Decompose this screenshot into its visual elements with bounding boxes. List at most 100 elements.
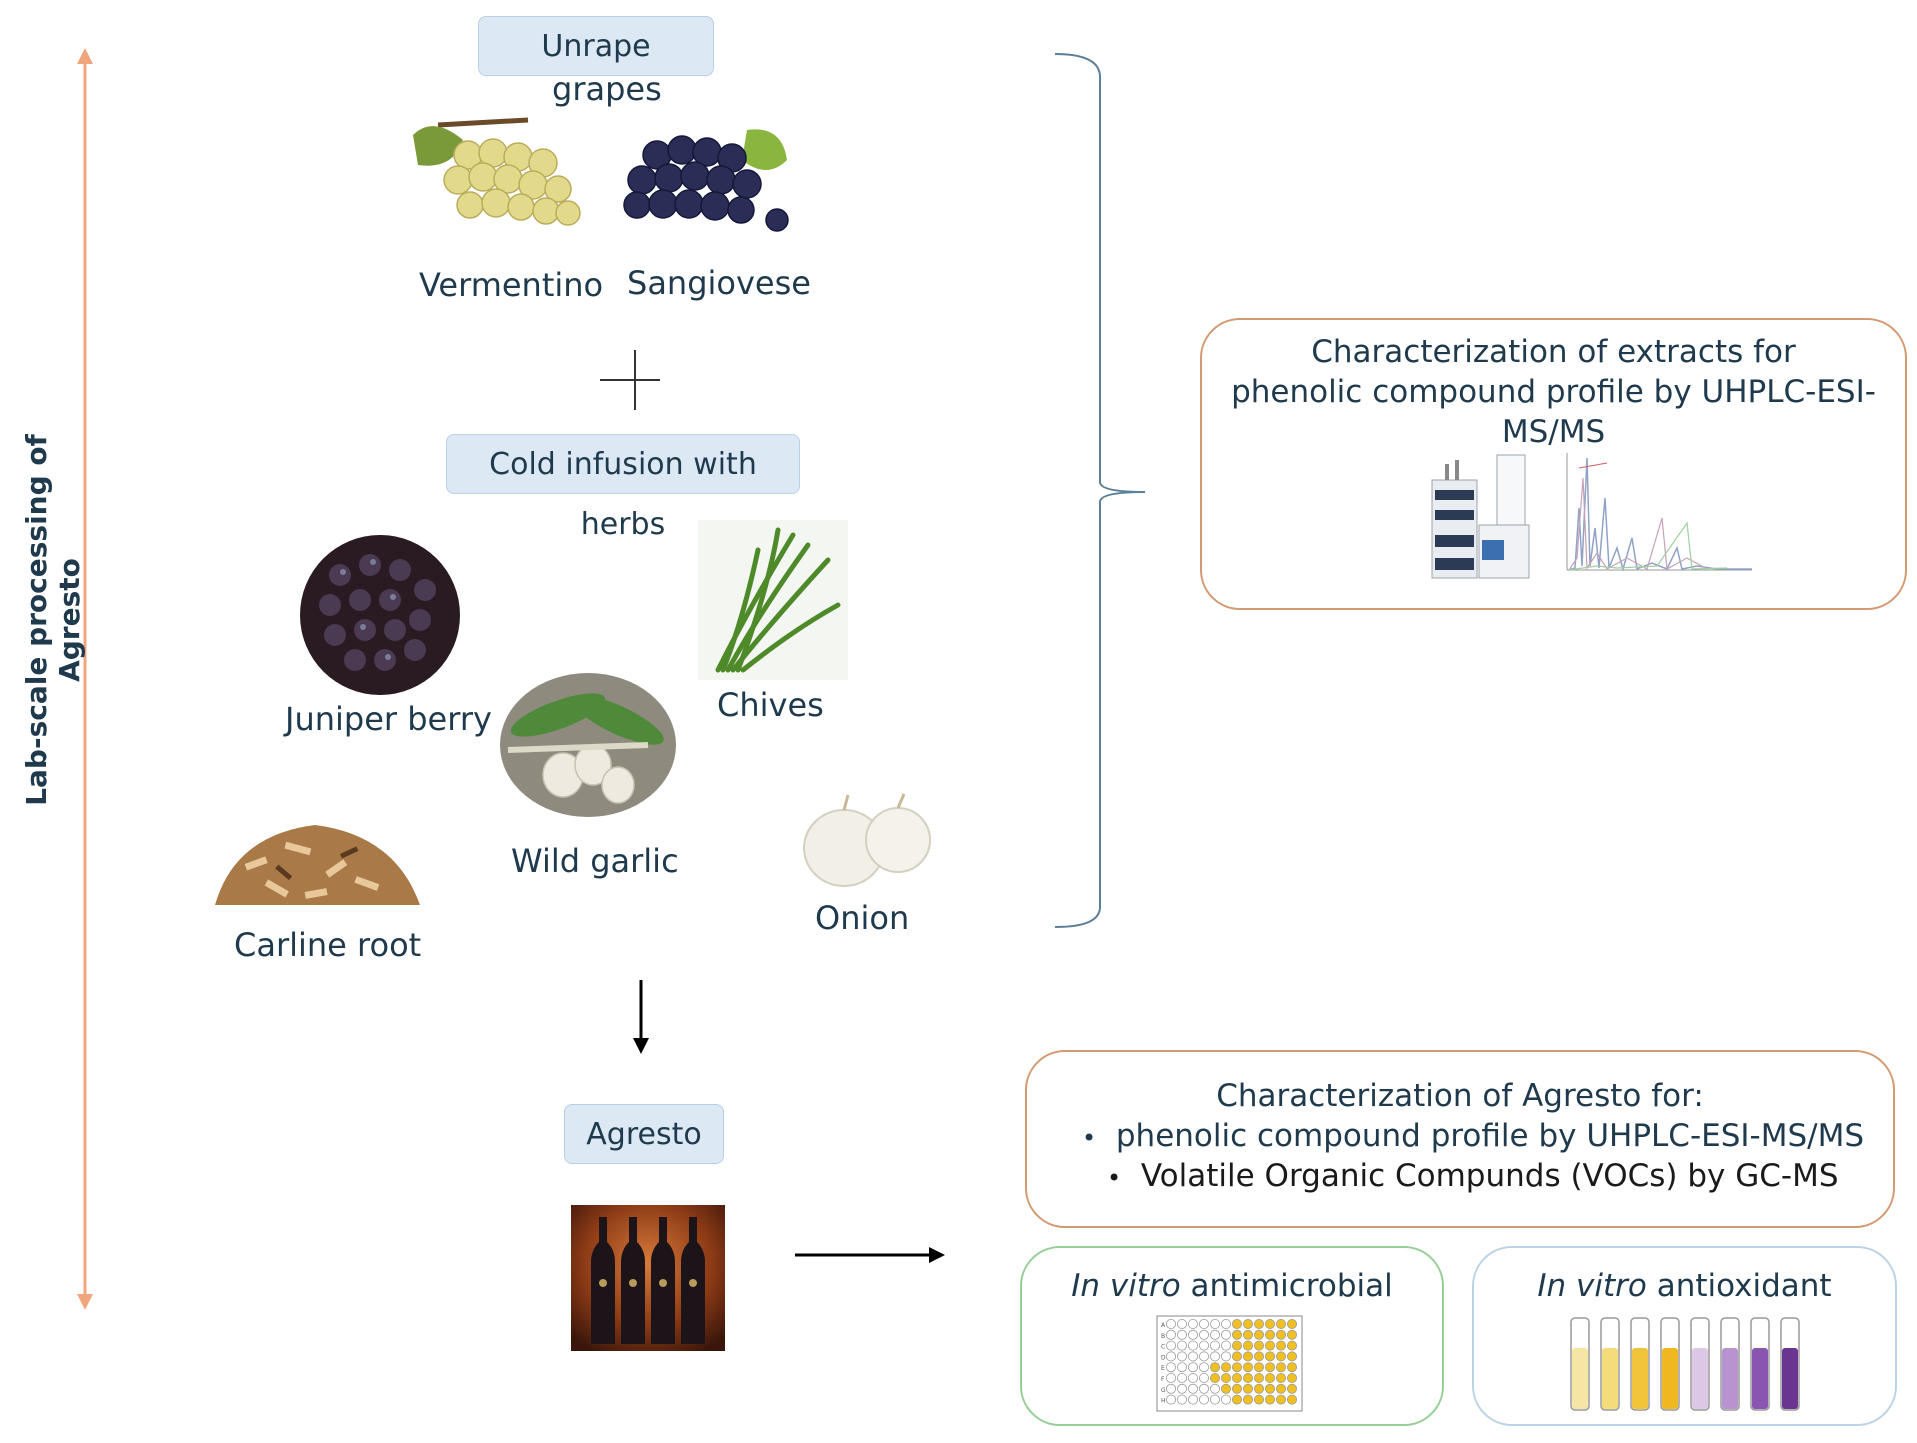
plate-well bbox=[1187, 1329, 1198, 1340]
plate-well bbox=[1276, 1319, 1287, 1329]
plate-well bbox=[1199, 1351, 1210, 1362]
onion-image bbox=[803, 793, 931, 887]
plate-row-label: G bbox=[1161, 1387, 1166, 1394]
plate-well bbox=[1243, 1351, 1254, 1362]
plate-well bbox=[1286, 1373, 1297, 1384]
plate-well bbox=[1210, 1340, 1221, 1351]
plate-row-label: B bbox=[1161, 1333, 1165, 1340]
plate-well bbox=[1286, 1319, 1297, 1329]
plate-well bbox=[1221, 1373, 1232, 1384]
antimicrobial-rest: antimicrobial bbox=[1180, 1268, 1393, 1304]
plate-well bbox=[1199, 1329, 1210, 1340]
plate-well bbox=[1254, 1329, 1265, 1340]
down-arrow bbox=[633, 980, 649, 1054]
agresto-box-title: Characterization of Agresto for: bbox=[1216, 1078, 1704, 1114]
plate-well bbox=[1176, 1340, 1187, 1351]
plus-icon bbox=[600, 350, 660, 410]
plate-well bbox=[1176, 1362, 1187, 1373]
plate-well bbox=[1176, 1383, 1187, 1394]
agresto-label: Agresto bbox=[586, 1117, 702, 1152]
juniper-berry-image bbox=[300, 535, 460, 695]
plate-well bbox=[1199, 1373, 1210, 1384]
plate-well bbox=[1221, 1319, 1232, 1329]
plate-well bbox=[1276, 1329, 1287, 1340]
plate-well bbox=[1176, 1394, 1187, 1405]
plate-well bbox=[1165, 1329, 1176, 1340]
plate-well bbox=[1221, 1329, 1232, 1340]
plate-well bbox=[1221, 1394, 1232, 1405]
plate-well bbox=[1221, 1383, 1232, 1394]
curly-brace bbox=[1054, 53, 1146, 928]
chives-image bbox=[698, 520, 848, 680]
plate-well bbox=[1199, 1394, 1210, 1405]
plate-well bbox=[1243, 1383, 1254, 1394]
unripe-line2: grapes bbox=[552, 70, 662, 108]
wild-garlic-label: Wild garlic bbox=[511, 842, 679, 880]
plate-well bbox=[1232, 1351, 1243, 1362]
plate-row-label: H bbox=[1161, 1398, 1166, 1405]
plate-well bbox=[1276, 1383, 1287, 1394]
plate-well bbox=[1265, 1319, 1276, 1329]
plate-well bbox=[1265, 1362, 1276, 1373]
plate-well bbox=[1221, 1351, 1232, 1362]
antioxidant-rest: antioxidant bbox=[1646, 1268, 1832, 1304]
plate-well bbox=[1232, 1362, 1243, 1373]
agresto-chip: Agresto bbox=[564, 1104, 724, 1164]
plate-well bbox=[1243, 1329, 1254, 1340]
test-tubes-icon bbox=[1570, 1317, 1800, 1411]
plate-well bbox=[1265, 1383, 1276, 1394]
plate-row-label: E bbox=[1161, 1365, 1165, 1372]
plate-well bbox=[1199, 1383, 1210, 1394]
plate-well bbox=[1232, 1329, 1243, 1340]
plate-well bbox=[1176, 1373, 1187, 1384]
plate-well bbox=[1276, 1351, 1287, 1362]
plate-well bbox=[1187, 1340, 1198, 1351]
plate-well bbox=[1210, 1329, 1221, 1340]
plate-well bbox=[1276, 1362, 1287, 1373]
plate-well bbox=[1165, 1383, 1176, 1394]
plate-well bbox=[1165, 1373, 1176, 1384]
plate-well bbox=[1187, 1351, 1198, 1362]
antioxidant-title: In vitro antioxidant bbox=[1474, 1268, 1895, 1304]
plate-well bbox=[1254, 1383, 1265, 1394]
plate-well bbox=[1254, 1340, 1265, 1351]
plate-well bbox=[1232, 1373, 1243, 1384]
plate-well bbox=[1165, 1351, 1176, 1362]
juniper-berry-label: Juniper berry bbox=[285, 700, 492, 738]
plate-well bbox=[1165, 1362, 1176, 1373]
right-arrow bbox=[795, 1247, 945, 1263]
agresto-bullet-2-text: Volatile Organic Compunds (VOCs) by GC-M… bbox=[1140, 1158, 1839, 1194]
plate-well bbox=[1176, 1351, 1187, 1362]
plate-well bbox=[1286, 1394, 1297, 1405]
plate-well bbox=[1276, 1340, 1287, 1351]
plate-well bbox=[1232, 1383, 1243, 1394]
vermentino-label: Vermentino bbox=[419, 266, 604, 304]
plate-well bbox=[1265, 1329, 1276, 1340]
plate-well bbox=[1243, 1394, 1254, 1405]
plate-well bbox=[1232, 1340, 1243, 1351]
plate-well bbox=[1243, 1340, 1254, 1351]
plate-well bbox=[1254, 1351, 1265, 1362]
plate-well bbox=[1210, 1319, 1221, 1329]
plate-well bbox=[1276, 1373, 1287, 1384]
plate-well bbox=[1276, 1394, 1287, 1405]
antimicrobial-italic: In vitro bbox=[1071, 1268, 1181, 1304]
plate-well bbox=[1176, 1329, 1187, 1340]
plate-well bbox=[1210, 1351, 1221, 1362]
plate-well bbox=[1265, 1340, 1276, 1351]
plate-well bbox=[1286, 1340, 1297, 1351]
plate-well bbox=[1221, 1362, 1232, 1373]
plate-well bbox=[1265, 1373, 1276, 1384]
onion-label: Onion bbox=[815, 899, 910, 937]
cold-infusion-label: Cold infusion with herbs bbox=[489, 447, 757, 542]
extract-characterization-box: Characterization of extracts for phenoli… bbox=[1200, 318, 1907, 610]
extract-line1: Characterization of extracts for bbox=[1311, 334, 1796, 370]
plate-row-label: C bbox=[1161, 1344, 1165, 1351]
plate-well bbox=[1286, 1329, 1297, 1340]
unripe-line1: Unrape bbox=[541, 29, 651, 64]
agresto-bullet-1: • phenolic compound profile by UHPLC-ESI… bbox=[1082, 1118, 1865, 1154]
plate-well bbox=[1265, 1351, 1276, 1362]
plate-well bbox=[1232, 1394, 1243, 1405]
agresto-characterization-box: Characterization of Agresto for: • pheno… bbox=[1025, 1050, 1895, 1228]
